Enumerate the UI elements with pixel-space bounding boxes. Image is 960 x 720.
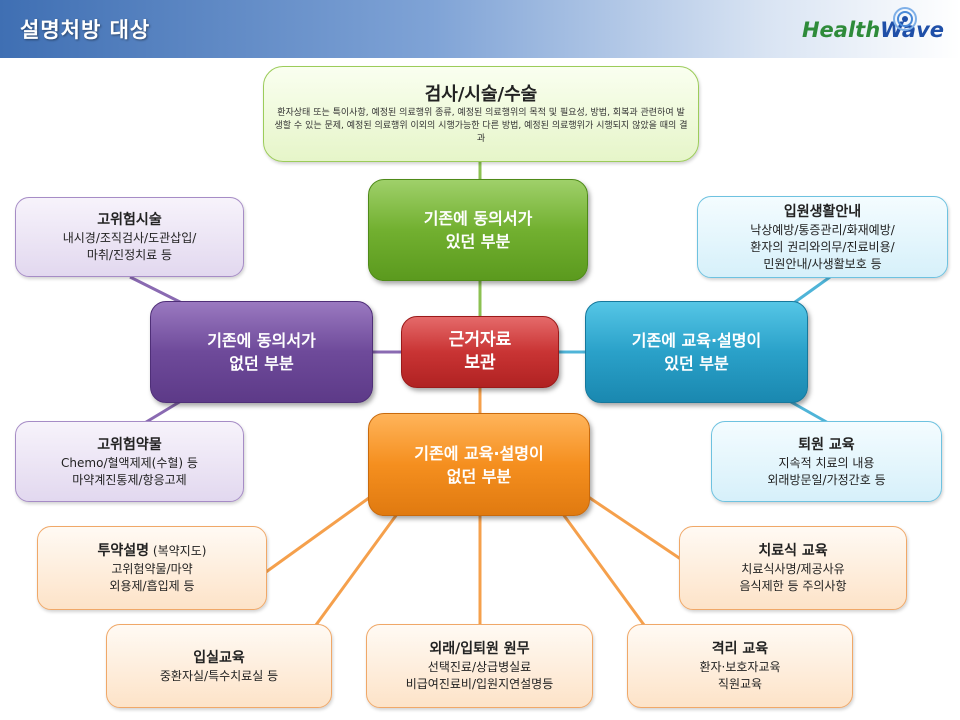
isolation-education-line2: 직원교육: [717, 677, 763, 691]
outpatient-admin-title: 외래/입퇴원 원무: [429, 641, 530, 657]
outpatient-admin-line1: 선택진료/상급병실료: [427, 660, 532, 674]
medication-line2: 외용제/흡입제 등: [109, 579, 195, 593]
therapeutic-diet-line1: 치료식사명/제공사유: [741, 562, 845, 576]
admission-guide-title: 입원생활안내: [783, 203, 862, 220]
high-risk-procedure-title: 고위험시술: [97, 212, 162, 228]
hub-evidence-line1: 근거자료: [448, 330, 512, 350]
high-risk-drug-line1: Chemo/혈액제제(수혈) 등: [61, 455, 198, 470]
high-risk-procedure-line2: 마취/진정치료 등: [86, 248, 173, 262]
medication-title-row: 투약설명 (복약지도): [98, 541, 207, 561]
therapeutic-diet-title: 치료식 교육: [758, 543, 828, 559]
hub-education-missing: 기존에 교육·설명이 없던 부분: [368, 413, 590, 516]
outpatient-admin-box: 외래/입퇴원 원무 선택진료/상급병실료 비급여진료비/입원지연설명등: [366, 624, 593, 708]
hub-consent-existing-line2: 있던 부분: [445, 232, 511, 251]
admission-guide-line2: 환자의 권리와의무/진료비용/: [750, 239, 895, 254]
outpatient-admin-line2: 비급여진료비/입원지연설명등: [405, 677, 554, 691]
admission-guide-line1: 낙상예방/통증관리/화재예방/: [750, 222, 895, 237]
high-risk-drug-title: 고위험약물: [97, 436, 162, 453]
hub-consent-missing: 기존에 동의서가 없던 부분: [150, 301, 373, 403]
wave-signal-icon: [893, 7, 917, 31]
room-entry-education-box: 입실교육 중환자실/특수치료실 등: [106, 624, 332, 708]
discharge-education-box: 퇴원 교육 지속적 치료의 내용 외래방문일/가정간호 등: [711, 421, 942, 502]
hub-education-missing-line1: 기존에 교육·설명이: [414, 443, 544, 463]
exam-title: 검사/시술/수술: [424, 83, 538, 105]
exam-description: 환자상태 또는 특이사항, 예정된 의료행위 종류, 예정된 의료행위의 목적 …: [274, 107, 688, 144]
high-risk-drug-box: 고위험약물 Chemo/혈액제제(수혈) 등 마약계진통제/항응고제: [15, 421, 244, 502]
medication-title-sub: (복약지도): [152, 544, 207, 558]
title-bar: 설명처방 대상: [0, 0, 960, 58]
high-risk-procedure-line1: 내시경/조직검사/도관삽입/: [62, 231, 197, 245]
isolation-education-title: 격리 교육: [711, 641, 769, 657]
page-title: 설명처방 대상: [20, 18, 151, 42]
hub-consent-missing-line2: 없던 부분: [229, 354, 294, 373]
medication-line1: 고위험약물/마약: [111, 562, 193, 576]
therapeutic-diet-box: 치료식 교육 치료식사명/제공사유 음식제한 등 주의사항: [679, 526, 907, 610]
hub-consent-existing-line1: 기존에 동의서가: [423, 209, 533, 228]
hub-education-existing-line1: 기존에 교육·설명이: [631, 331, 762, 350]
admission-guide-line3: 민원안내/사생활보호 등: [763, 256, 882, 271]
hub-education-existing-line2: 있던 부분: [664, 354, 729, 373]
connector-orange-room: [303, 509, 402, 641]
discharge-education-line1: 지속적 치료의 내용: [778, 455, 875, 470]
isolation-education-line1: 환자·보호자교육: [699, 660, 781, 674]
medication-title: 투약설명: [97, 543, 150, 559]
hub-consent-existing: 기존에 동의서가 있던 부분: [368, 179, 588, 281]
connector-orange-isolation: [558, 509, 657, 641]
hub-education-missing-line2: 없던 부분: [446, 466, 512, 486]
therapeutic-diet-line2: 음식제한 등 주의사항: [739, 579, 847, 593]
hub-evidence-line2: 보관: [464, 353, 496, 373]
room-entry-title: 입실교육: [193, 649, 245, 666]
logo-text-health: Health: [801, 18, 881, 42]
hub-consent-missing-line1: 기존에 동의서가: [207, 331, 316, 350]
high-risk-drug-line2: 마약계진통제/항응고제: [72, 472, 187, 487]
isolation-education-box: 격리 교육 환자·보호자교육 직원교육: [627, 624, 853, 708]
hub-evidence-storage: 근거자료 보관: [401, 316, 559, 388]
discharge-education-title: 퇴원 교육: [798, 436, 855, 453]
connector-orange-diet: [577, 488, 695, 570]
connector-orange-medication: [265, 488, 381, 574]
admission-guide-box: 입원생활안내 낙상예방/통증관리/화재예방/ 환자의 권리와의무/진료비용/ 민…: [697, 196, 948, 278]
hub-education-existing: 기존에 교육·설명이 있던 부분: [585, 301, 808, 403]
discharge-education-line2: 외래방문일/가정간호 등: [767, 472, 886, 487]
room-entry-line1: 중환자실/특수치료실 등: [159, 668, 279, 683]
connector-purple-upper: [129, 275, 187, 307]
exam-procedure-surgery-box: 검사/시술/수술 환자상태 또는 특이사항, 예정된 의료행위 종류, 예정된 …: [263, 66, 699, 162]
medication-explanation-box: 투약설명 (복약지도) 고위험약물/마약 외용제/흡입제 등: [37, 526, 267, 610]
high-risk-procedure-box: 고위험시술 내시경/조직검사/도관삽입/ 마취/진정치료 등: [15, 197, 244, 277]
